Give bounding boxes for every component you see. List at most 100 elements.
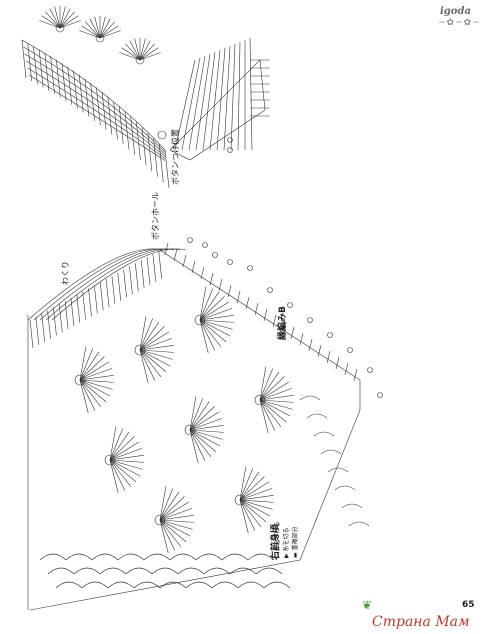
fan-stitch (189, 429, 224, 433)
fan-stitch (259, 399, 282, 427)
fan-center (234, 494, 246, 506)
yoke-stitch (111, 275, 116, 304)
fan-stitch (199, 319, 234, 323)
fan-stitch (49, 8, 61, 29)
fan-stitch (239, 494, 274, 501)
fan-stitch (109, 459, 137, 483)
edge-tick (191, 260, 196, 274)
fan-center (55, 23, 65, 33)
fan-stitch (189, 429, 221, 447)
yoke-row (21, 39, 166, 151)
label-pattern-b: 縁編みB (278, 306, 288, 340)
scallop (125, 567, 153, 575)
scallop (117, 553, 145, 561)
fan-stitch (99, 21, 115, 39)
yoke-stitch (113, 101, 118, 140)
yoke-stitch (140, 260, 145, 289)
fan-stitch (159, 496, 185, 521)
fan-stitch (159, 519, 169, 554)
fan-stitch (79, 379, 113, 390)
edge-tick (209, 272, 214, 286)
scallop (320, 449, 342, 455)
fan-center (134, 344, 146, 356)
fan-stitch (259, 366, 267, 401)
fan-stitch (159, 519, 191, 537)
fan-stitch (139, 349, 174, 353)
fan-stitch (239, 481, 269, 501)
fan-stitch (259, 399, 291, 417)
fan-stitch (259, 371, 280, 401)
fan-stitch (109, 459, 119, 494)
yoke-stitch (21, 39, 27, 79)
fan-stitch (139, 349, 162, 377)
edge-tick (326, 350, 331, 364)
fan-stitch (79, 30, 101, 39)
fan-stitch (199, 286, 207, 321)
fan-stitch (199, 296, 225, 321)
scallop (211, 581, 239, 589)
edge-tick (227, 284, 232, 298)
fan-center (194, 314, 206, 326)
row-marker (212, 252, 218, 258)
fan-stitch (79, 374, 114, 381)
yoke-stitch (117, 272, 122, 301)
fan-stitch (109, 431, 130, 461)
fan-stitch (239, 499, 249, 534)
fan-stitch (99, 25, 119, 39)
fan-stitch (239, 499, 267, 523)
edge-tick (308, 338, 313, 352)
fan-stitch (139, 316, 147, 351)
yoke-stitch (105, 279, 110, 308)
fan-stitch (94, 16, 101, 39)
fan-stitch (237, 41, 241, 151)
yoke-stitch (64, 301, 69, 330)
edge-tick (218, 278, 223, 292)
fan-stitch (181, 57, 201, 151)
fan-stitch (79, 356, 105, 381)
edge-tick (353, 368, 358, 382)
scallop (334, 485, 356, 491)
fan-stitch (189, 396, 197, 431)
fan-stitch (139, 349, 173, 360)
edge-tick (245, 296, 250, 310)
scallop (169, 553, 197, 561)
row-marker (377, 392, 383, 398)
yoke-row (28, 74, 166, 161)
yoke-stitch (153, 138, 158, 177)
scallop (263, 581, 291, 589)
fan-stitch (259, 399, 287, 423)
fan-stitch (259, 399, 293, 410)
yoke-stitch (146, 256, 151, 286)
row-marker (227, 137, 233, 143)
yoke-stitch (76, 294, 81, 323)
yoke-stitch (41, 313, 45, 342)
fan-stitch (239, 466, 247, 501)
fan-center (184, 424, 196, 436)
scallop (348, 521, 370, 527)
fan-stitch (109, 459, 126, 491)
scallop (47, 567, 75, 575)
fan-stitch (119, 52, 141, 61)
brand-logo: igoda (440, 6, 471, 17)
fan-stitch (189, 429, 212, 457)
fan-stitch (239, 471, 260, 501)
yoke-stitch (50, 56, 55, 95)
edge-tick (299, 332, 304, 346)
scallop (185, 581, 213, 589)
fan-stitch (199, 314, 234, 321)
fan-stitch (79, 379, 114, 383)
fan-stitch (99, 30, 121, 39)
yoke-stitch (33, 46, 38, 85)
fan-stitch (159, 486, 167, 521)
fan-stitch (139, 40, 151, 61)
fan-stitch (109, 459, 141, 477)
fan-stitch (79, 379, 102, 407)
scallop (159, 581, 187, 589)
fan-stitch (139, 47, 159, 61)
yoke-stitch (123, 269, 127, 298)
fan-stitch (41, 15, 61, 29)
fan-stitch (81, 25, 101, 39)
fan-stitch (188, 55, 206, 151)
row-marker (267, 287, 273, 293)
fan-stitch (189, 429, 199, 464)
